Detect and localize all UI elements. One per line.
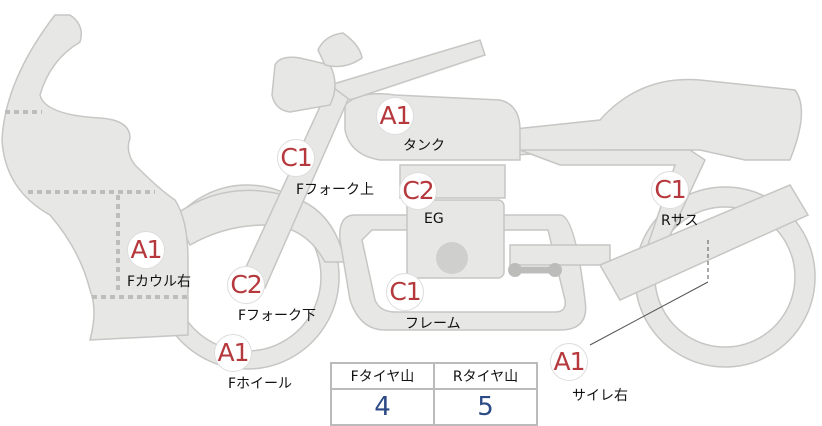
grade-badge: C1 <box>277 139 315 177</box>
grade-badge: A1 <box>127 231 165 269</box>
grade-badge: A1 <box>214 334 252 372</box>
front-tire-value: 4 <box>330 388 435 426</box>
tire-tread-table: Fタイヤ山 Rタイヤ山 4 5 <box>330 362 538 426</box>
part-label: Rサス <box>661 213 699 229</box>
seat <box>503 78 803 161</box>
grade-badge: C2 <box>227 266 265 304</box>
part-label: サイレ右 <box>572 388 628 404</box>
grade-badge: A1 <box>376 97 414 135</box>
swingarm <box>509 244 611 266</box>
front-cowl <box>1 14 189 341</box>
part-label: Fフォーク下 <box>238 308 317 324</box>
front-tire-header: Fタイヤ山 <box>330 362 435 390</box>
grade-badge: C1 <box>651 171 689 209</box>
part-label: タンク <box>403 138 445 154</box>
part-label: EG <box>424 211 444 227</box>
grade-badge: C1 <box>386 273 424 311</box>
frame <box>339 214 587 331</box>
rear-tire-header: Rタイヤ山 <box>433 362 538 390</box>
part-label: Fフォーク上 <box>296 182 375 198</box>
part-label: Fカウル右 <box>127 274 192 290</box>
rear-tire-value: 5 <box>433 388 538 426</box>
headlight <box>271 56 336 113</box>
leader-line <box>589 281 709 346</box>
grade-badge: C2 <box>399 172 437 210</box>
mirror <box>317 32 363 68</box>
silencer <box>598 184 810 301</box>
grade-badge: A1 <box>550 343 588 381</box>
engine-cover <box>436 242 468 274</box>
engine <box>406 199 505 279</box>
part-label: Fホイール <box>228 376 293 392</box>
part-label: フレーム <box>405 316 461 332</box>
handlebar <box>328 39 486 101</box>
